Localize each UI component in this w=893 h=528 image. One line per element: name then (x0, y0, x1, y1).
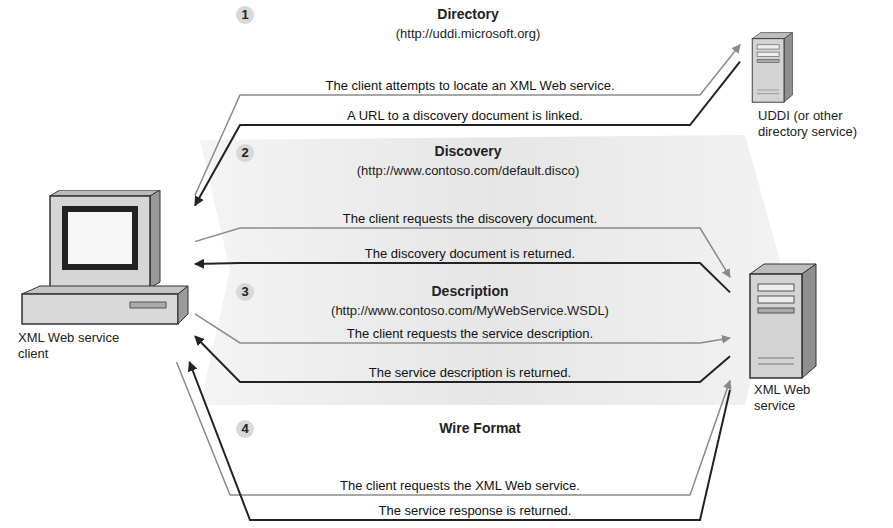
request-arrow (195, 45, 740, 195)
step-url: (http://www.contoso.com/default.disco) (357, 163, 580, 178)
computer-icon (10, 190, 195, 330)
server-icon (730, 262, 830, 382)
node-label: UDDI (or other directory service) (758, 108, 888, 140)
server-node: XML Web service (730, 262, 830, 414)
server-node: UDDI (or other directory service) (740, 28, 888, 140)
client-computer: XML Web service client (10, 190, 195, 362)
request-arrow (195, 314, 730, 343)
arrow-label: The client requests the discovery docume… (341, 211, 599, 226)
arrow-label: The service response is returned. (377, 503, 574, 518)
callout-number: 2 (236, 144, 254, 162)
callout-number: 3 (236, 283, 254, 301)
server-icon (740, 28, 888, 108)
request-arrow (177, 362, 731, 495)
node-label: XML Web service (754, 382, 828, 414)
request-arrow (195, 228, 730, 277)
step-heading: Description (431, 283, 508, 299)
step-heading: Discovery (435, 143, 502, 159)
arrow-label: A URL to a discovery document is linked. (345, 108, 585, 123)
arrow-label: The client requests the XML Web service. (338, 478, 582, 493)
step-url: (http://uddi.microsoft.org) (396, 26, 541, 41)
arrow-label: The client requests the service descript… (345, 326, 595, 341)
arrow-label: The service description is returned. (367, 365, 573, 380)
response-arrow (195, 336, 730, 382)
step-heading: Directory (437, 6, 498, 22)
callout-number: 1 (236, 6, 254, 24)
response-arrow (195, 62, 740, 206)
arrow-label: The client attempts to locate an XML Web… (323, 78, 616, 93)
arrow-label: The discovery document is returned. (363, 246, 577, 261)
step-url: (http://www.contoso.com/MyWebService.WSD… (331, 303, 609, 318)
node-label: XML Web service client (18, 330, 128, 362)
step-heading: Wire Format (439, 420, 521, 436)
response-arrow (189, 362, 730, 520)
callout-number: 4 (236, 420, 254, 438)
